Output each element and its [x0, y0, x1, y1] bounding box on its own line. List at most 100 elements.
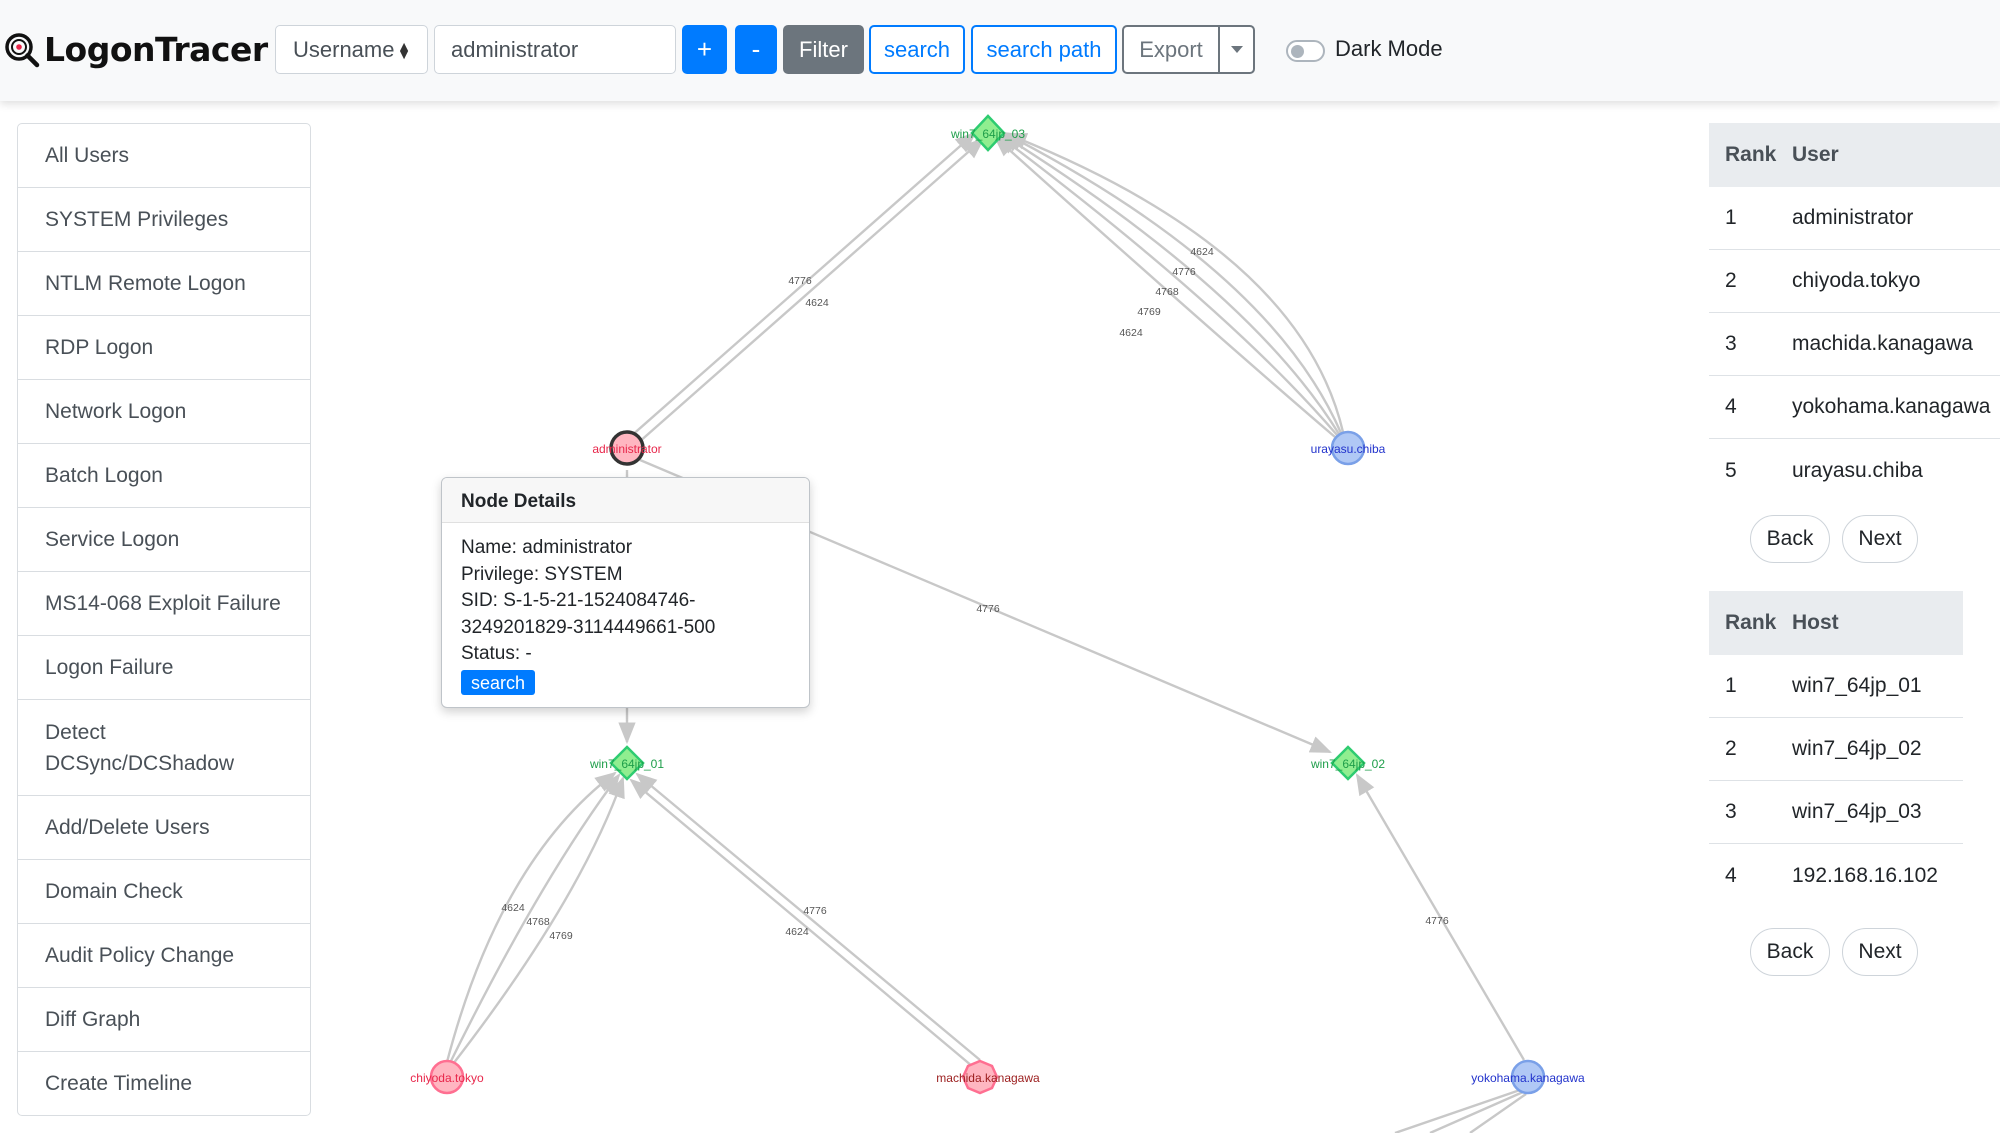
sidebar-item-network-logon[interactable]: Network Logon [17, 379, 311, 444]
table-row[interactable]: 3 win7_64jp_03 [1709, 781, 1963, 844]
sidebar-item-system-privileges[interactable]: SYSTEM Privileges [17, 187, 311, 252]
table-row[interactable]: 3 machida.kanagawa [1709, 313, 2000, 376]
export-button[interactable]: Export [1122, 25, 1219, 74]
export-dropdown-toggle[interactable] [1218, 25, 1255, 74]
graph-edge[interactable] [448, 773, 621, 1064]
graph-edge[interactable] [635, 772, 981, 1061]
graph-edge[interactable] [629, 131, 977, 438]
brand[interactable]: LogonTracer [4, 26, 268, 72]
graph-edge[interactable] [445, 771, 617, 1063]
sidebar-item-add-delete-users[interactable]: Add/Delete Users [17, 795, 311, 860]
rank-column-header: Rank [1725, 143, 1777, 166]
graph-edge[interactable] [1469, 1093, 1527, 1133]
rank-cell: 1 [1725, 206, 1737, 229]
graph-node-machida-kanagawa[interactable]: machida.kanagawa [936, 1059, 1040, 1095]
graph-node-win7-64jp-03[interactable]: win7_64jp_03 [950, 114, 1025, 152]
graph-node-administrator[interactable]: administrator [592, 430, 662, 466]
graph-edge[interactable] [999, 132, 1341, 435]
node-label: urayasu.chiba [1311, 442, 1386, 456]
search-input[interactable]: administrator [434, 25, 676, 74]
dark-mode-toggle[interactable] [1286, 40, 1325, 62]
graph-node-win7-64jp-02[interactable]: win7_64jp_02 [1310, 745, 1385, 781]
popup-sid-2: 3249201829-3114449661-500 [461, 616, 716, 638]
graph-edge[interactable] [1394, 1088, 1521, 1133]
popup-name: Name: administrator [461, 537, 633, 558]
table-row[interactable]: 2 win7_64jp_02 [1709, 718, 1963, 781]
graph-edge[interactable] [637, 137, 985, 444]
table-row[interactable]: 5 urayasu.chiba [1709, 439, 2000, 502]
sidebar-item-label: Domain Check [45, 880, 183, 903]
user-rank-back-button[interactable]: Back [1750, 515, 1830, 563]
graph-node-yokohama-kanagawa[interactable]: yokohama.kanagawa [1471, 1059, 1585, 1095]
node-label: win7_64jp_03 [950, 127, 1025, 141]
brand-name: LogonTracer [44, 29, 268, 69]
search-path-button[interactable]: search path [971, 25, 1117, 74]
edge-label: 4768 [526, 916, 550, 928]
sidebar-item-label: Batch Logon [45, 464, 163, 487]
edge-label: 4776 [788, 275, 812, 287]
node-details-popup: Node Details Name: administrator Privile… [441, 477, 810, 708]
table-row[interactable]: 1 administrator [1709, 187, 2000, 250]
sidebar-item-label: All Users [45, 144, 130, 167]
graph-edge[interactable] [1355, 773, 1526, 1061]
search-button[interactable]: search [869, 25, 965, 74]
graph-edge[interactable] [1429, 1090, 1524, 1133]
table-row[interactable]: 2 chiyoda.tokyo [1709, 250, 2000, 313]
sidebar-item-ms14-068-exploit-failure[interactable]: MS14-068 Exploit Failure [17, 571, 311, 636]
sidebar-item-service-logon[interactable]: Service Logon [17, 507, 311, 572]
host-rank-next-button[interactable]: Next [1842, 928, 1918, 976]
rank-cell: 4 [1725, 395, 1737, 418]
graph-edge[interactable] [452, 775, 625, 1065]
sidebar-item-rdp-logon[interactable]: RDP Logon [17, 315, 311, 380]
user-cell: yokohama.kanagawa [1792, 395, 1991, 418]
host-rank-panel: Rank Host 1 win7_64jp_01 2 win7_64jp_02 … [1709, 591, 1963, 976]
sidebar-item-batch-logon[interactable]: Batch Logon [17, 443, 311, 508]
sidebar-item-audit-policy-change[interactable]: Audit Policy Change [17, 923, 311, 988]
rank-cell: 5 [1725, 458, 1737, 482]
graph-edge[interactable] [629, 778, 973, 1067]
sidebar-item-label: SYSTEM Privileges [45, 208, 229, 231]
sidebar-item-diff-graph[interactable]: Diff Graph [17, 987, 311, 1052]
filter-button[interactable]: Filter [783, 25, 864, 74]
graph-edge[interactable] [1002, 131, 1343, 434]
toggle-knob [1291, 45, 1304, 58]
graph-node-win7-64jp-01[interactable]: win7_64jp_01 [589, 745, 664, 781]
user-rank-next-button[interactable]: Next [1842, 515, 1918, 563]
sidebar-item-detect-dcsync-dcshadow[interactable]: Detect DCSync/DCShadow [17, 699, 311, 796]
sidebar-item-ntlm-remote-logon[interactable]: NTLM Remote Logon [17, 251, 311, 316]
host-rank-back-button[interactable]: Back [1750, 928, 1830, 976]
sidebar-item-domain-check[interactable]: Domain Check [17, 859, 311, 924]
zoom-out-button[interactable]: - [735, 25, 777, 74]
graph-edge[interactable] [1004, 132, 1345, 433]
top-navbar: LogonTracer Username ▲▼ administrator + … [0, 0, 2000, 101]
edge-label: 4768 [1155, 286, 1179, 298]
graph-node-urayasu-chiba[interactable]: urayasu.chiba [1311, 430, 1386, 466]
popup-search-button[interactable]: search [461, 669, 536, 695]
sidebar-item-label: Add/Delete Users [45, 816, 210, 839]
graph-node-chiyoda-tokyo[interactable]: chiyoda.tokyo [410, 1059, 484, 1095]
sidebar-item-all-users[interactable]: All Users [17, 123, 311, 188]
graph-edge[interactable] [993, 135, 1336, 438]
zoom-in-button[interactable]: + [682, 25, 727, 74]
table-row[interactable]: 1 win7_64jp_01 [1709, 655, 1963, 718]
graph-edge[interactable] [996, 133, 1338, 436]
sidebar-item-label: Detect DCSync/DCShadow [45, 720, 235, 775]
search-input-value: administrator [451, 36, 579, 62]
table-row[interactable]: 4 yokohama.kanagawa [1709, 376, 2000, 439]
user-rank-header: Rank User [1709, 123, 2000, 187]
edge-label: 4776 [1172, 266, 1196, 278]
sidebar-item-label: Logon Failure [45, 656, 174, 679]
host-rank-pagination: Back Next [1709, 928, 1963, 976]
rank-cell: 2 [1725, 269, 1737, 292]
edge-label: 4624 [785, 926, 809, 938]
search-type-select[interactable]: Username ▲▼ [275, 25, 428, 74]
table-row[interactable]: 4 192.168.16.102 [1709, 844, 1963, 907]
node-label: machida.kanagawa [936, 1071, 1040, 1085]
dark-mode-label: Dark Mode [1335, 36, 1443, 61]
sidebar-item-logon-failure[interactable]: Logon Failure [17, 635, 311, 700]
sidebar-item-label: RDP Logon [45, 336, 154, 359]
sidebar-item-create-timeline[interactable]: Create Timeline [17, 1051, 311, 1116]
host-column-header: Host [1792, 611, 1839, 634]
edge-label: 4624 [1119, 327, 1143, 339]
